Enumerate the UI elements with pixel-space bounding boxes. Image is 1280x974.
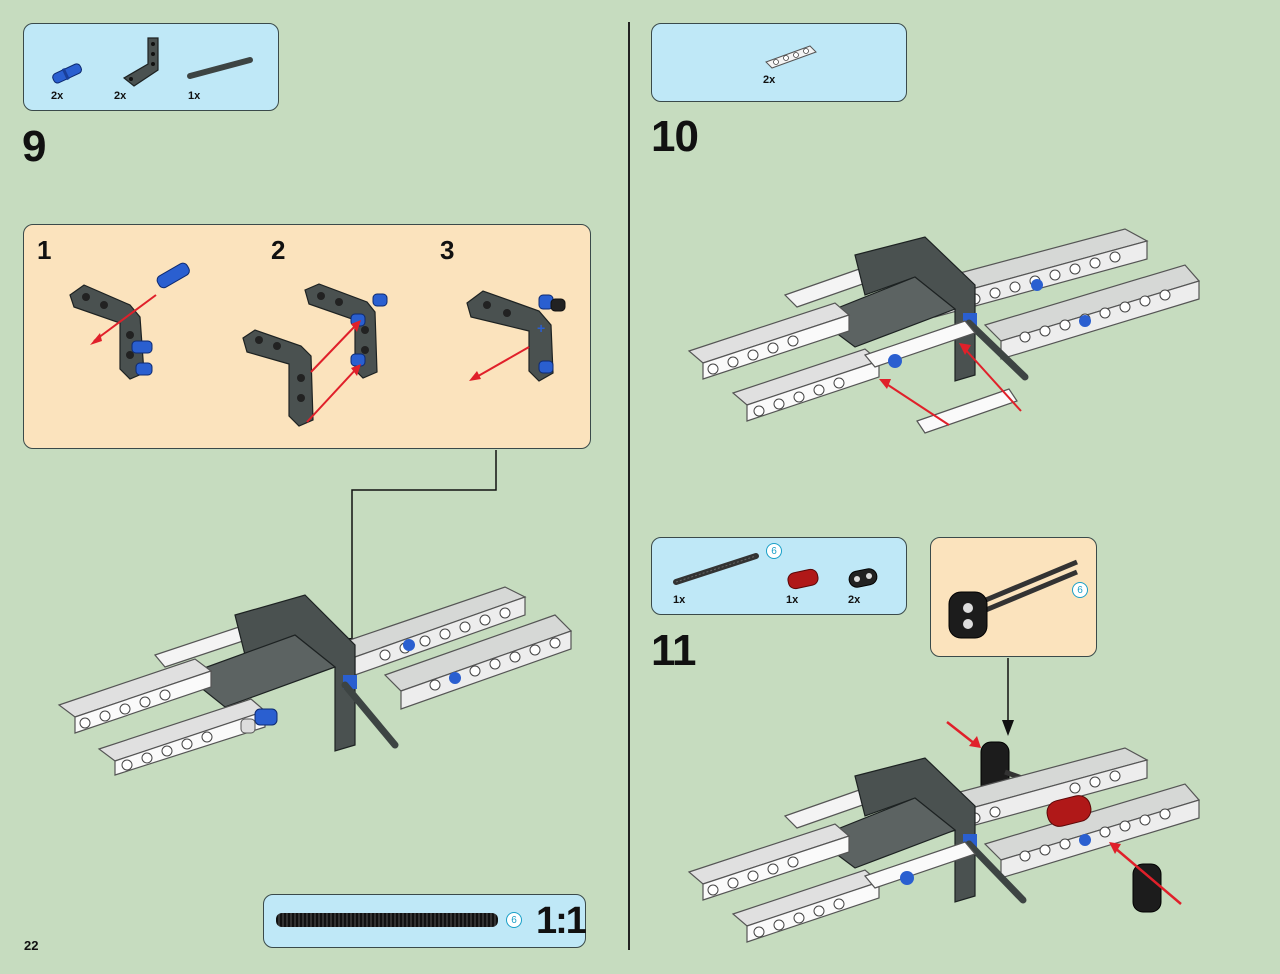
- axle-connector-subassembly: [948, 559, 1078, 639]
- subassembly-marker-icon: 6: [1072, 582, 1088, 598]
- step-number: 10: [651, 112, 699, 161]
- step9-model-illustration: [57, 586, 573, 776]
- part-qty: 2x: [51, 90, 64, 102]
- step-number: 11: [651, 626, 697, 675]
- dark-axle-icon: [187, 57, 253, 79]
- length-marker-icon: 6: [506, 912, 522, 928]
- page-number: 22: [24, 938, 39, 953]
- step11-model-illustration: [687, 721, 1201, 943]
- substep1-illustration: [69, 262, 190, 380]
- step10-parts-box: 2x: [651, 23, 907, 102]
- red-connector-icon: [787, 568, 819, 590]
- substep-number: 3: [440, 235, 455, 265]
- dark-angled-beam-icon: [122, 37, 159, 87]
- part-qty: 2x: [848, 594, 861, 606]
- step9-parts-box: 2x 2x 1x: [23, 23, 279, 111]
- scale-box: 6 1:1: [263, 894, 587, 948]
- substep2-illustration: [242, 283, 388, 427]
- part-qty: 1x: [188, 90, 201, 102]
- scale-text: 1:1: [536, 900, 587, 942]
- white-beam-icon: [765, 45, 817, 69]
- part-qty: 2x: [763, 74, 776, 86]
- substep3-illustration: +: [466, 290, 566, 382]
- step9-subassembly-box: 1 2 3 +: [23, 224, 591, 449]
- step10-model-illustration: [687, 228, 1201, 434]
- step11-parts-box: 6 1x 1x 2x: [651, 537, 907, 615]
- black-connector-icon: [848, 568, 878, 588]
- black-axle-icon: [673, 553, 759, 585]
- page-divider: [628, 22, 630, 950]
- step11-subassembly-box: 6: [930, 537, 1097, 657]
- svg-text:+: +: [537, 320, 545, 336]
- substep-number: 1: [37, 235, 52, 265]
- blue-pin-icon: [52, 63, 82, 84]
- axle-length-ruler: [276, 913, 498, 927]
- substep-number: 2: [271, 235, 286, 265]
- part-qty: 1x: [673, 594, 686, 606]
- length-marker-icon: 6: [766, 543, 782, 559]
- part-qty: 2x: [114, 90, 127, 102]
- part-qty: 1x: [786, 594, 799, 606]
- step-number: 9: [22, 122, 47, 171]
